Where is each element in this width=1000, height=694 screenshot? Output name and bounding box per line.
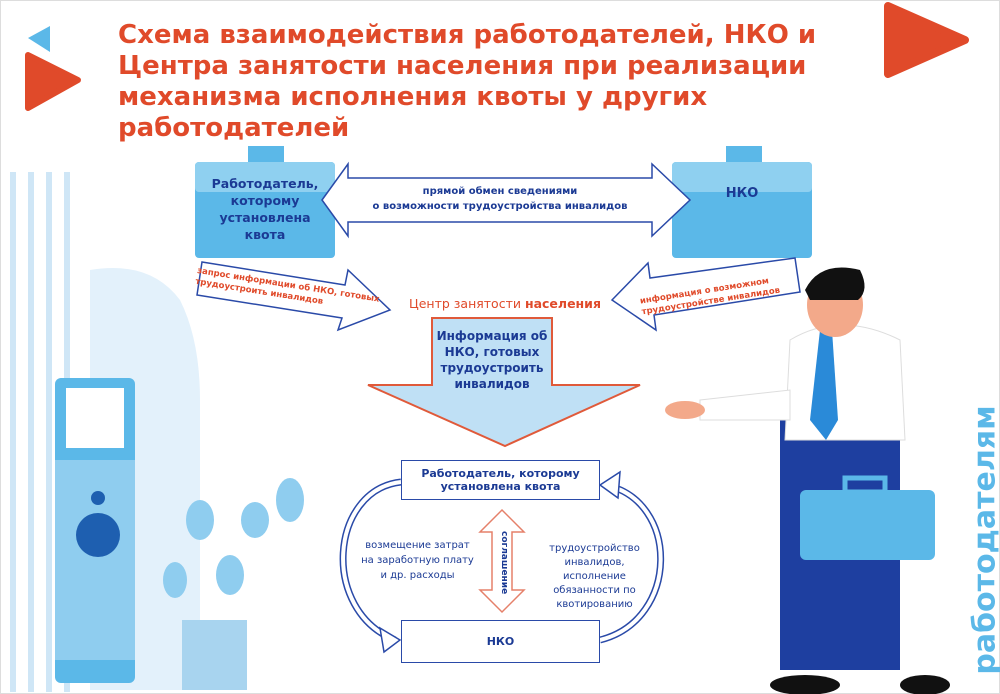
- request-arrow: [196, 261, 392, 332]
- nko-briefcase-label: НКО: [725, 186, 759, 201]
- logo-red-triangle: [25, 52, 81, 111]
- employer-briefcase-label: Работодатель, которому установлена квота: [211, 176, 319, 242]
- terminal-screen: [66, 388, 124, 448]
- info-down-arrow: [367, 317, 641, 448]
- center-part2: населения: [524, 296, 601, 311]
- right-flow-label: трудоустройство инвалидов, исполнение об…: [549, 543, 640, 610]
- agreement-label: соглашение: [499, 531, 509, 595]
- exchange-double-arrow: [321, 161, 692, 239]
- side-label: работодателям: [967, 405, 1000, 675]
- nko-box: НКО: [401, 620, 600, 663]
- plant-pot: [182, 620, 247, 690]
- page-title: Схема взаимодействия работодателей, НКО …: [118, 20, 817, 143]
- exchange-line2: о возможности трудоустройства инвалидов: [372, 201, 628, 212]
- exchange-line1: прямой обмен сведениями: [422, 186, 578, 197]
- plant-leaves: [163, 478, 304, 598]
- logo-blue-triangle: [28, 26, 50, 52]
- employment-center-label: Центр занятости населения: [390, 296, 620, 311]
- down-arrow-label: Информация об НКО, готовых трудоустроить…: [436, 329, 548, 391]
- businessman-illustration: [665, 267, 950, 694]
- left-flow-label: возмещение затрат на заработную плату и …: [361, 540, 474, 581]
- terminal-pie-icon: [76, 513, 120, 557]
- info-arrow: [610, 257, 801, 332]
- agreement-arrow: [478, 508, 526, 614]
- employer-box: Работодатель, которому установлена квота: [401, 460, 600, 500]
- center-part1: Центр занятости: [409, 296, 525, 311]
- corner-red-triangle: [884, 2, 969, 78]
- exchange-arrow-label: прямой обмен сведениями о возможности тр…: [350, 184, 650, 214]
- employer-briefcase: [195, 146, 335, 258]
- nko-briefcase: [672, 146, 812, 258]
